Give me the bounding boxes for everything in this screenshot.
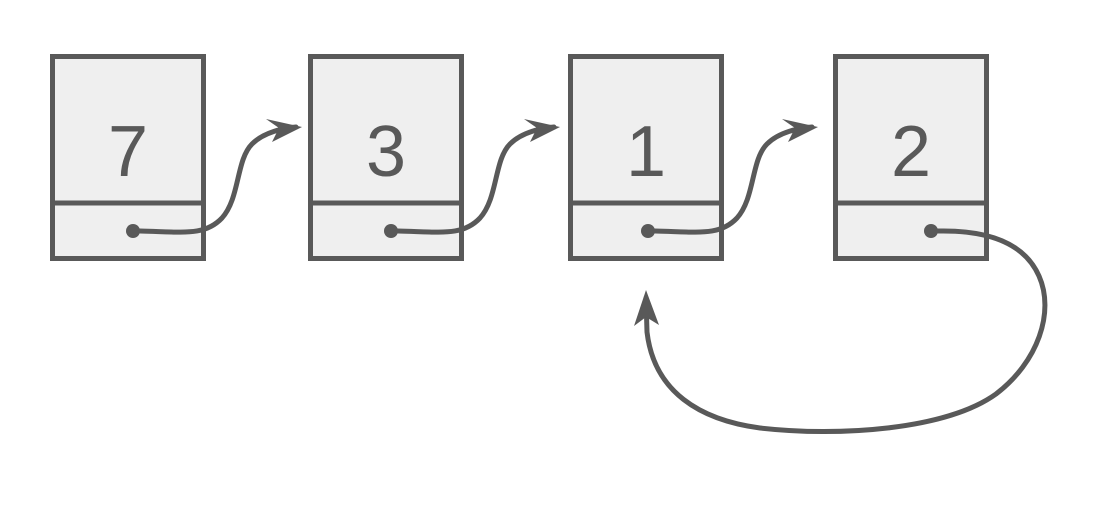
node-2-value: 3 (366, 112, 406, 192)
edge-node2-to-node3-line (395, 124, 557, 235)
node-4-value: 2 (891, 112, 931, 192)
node-2-pointer-dot (384, 224, 398, 238)
edge-node4-to-node3-loop (634, 228, 1048, 435)
edge-node4-to-node3-loop-arrowhead-icon (634, 290, 659, 326)
edge-node1-to-node2-arrowhead-icon (266, 119, 302, 142)
node-1-box (50, 54, 206, 261)
node-3[interactable]: 1 (568, 54, 724, 261)
node-4-box (833, 54, 989, 261)
node-3-pointer-dot (641, 224, 655, 238)
edge-node4-to-node3-loop-line (643, 228, 1048, 435)
node-2-box (308, 54, 464, 261)
edge-node1-to-node2 (137, 119, 302, 235)
edge-node1-to-node2-line (137, 124, 299, 235)
node-4[interactable]: 2 (833, 54, 989, 261)
node-3-value: 1 (626, 112, 666, 192)
node-1[interactable]: 7 (50, 54, 206, 261)
edge-node2-to-node3 (395, 119, 560, 235)
node-2[interactable]: 3 (308, 54, 464, 261)
node-1-pointer-dot (126, 224, 140, 238)
edge-node3-to-node4-arrowhead-icon (782, 119, 818, 142)
node-1-value: 7 (108, 112, 148, 192)
node-4-pointer-dot (924, 224, 938, 238)
edge-node2-to-node3-arrowhead-icon (524, 119, 560, 142)
edge-node3-to-node4-line (652, 124, 815, 235)
edge-node3-to-node4 (652, 119, 818, 235)
